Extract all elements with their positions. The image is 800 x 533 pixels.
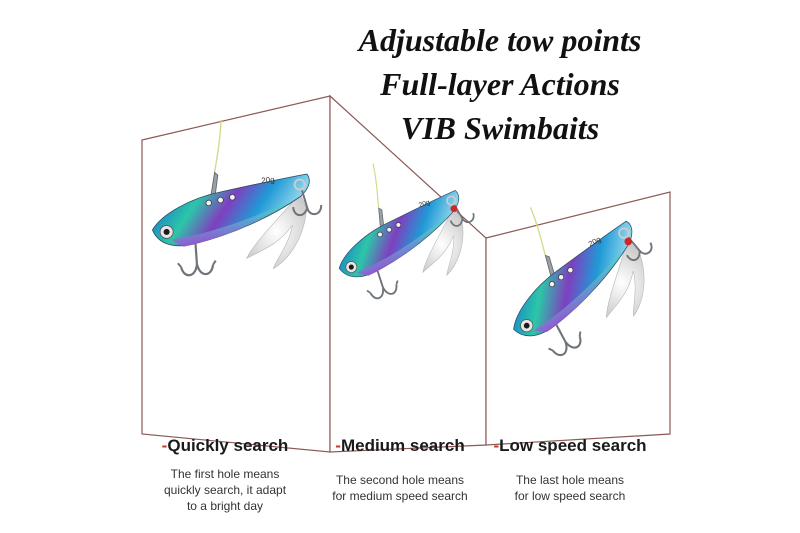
headline-line-3: VIB Swimbaits: [400, 110, 600, 146]
red-bead: [624, 237, 633, 246]
caption-low-speed-search: -Low speed search The last hole means fo…: [490, 436, 650, 504]
caption-desc-line: quickly search, it adapt: [163, 483, 287, 497]
caption-dash: -: [161, 436, 168, 455]
lure-low-speed-search: 20g: [465, 164, 679, 371]
lure-medium-search: 20g: [310, 137, 491, 308]
headline-line-2: Full-layer Actions: [380, 66, 620, 102]
caption-dash: -: [493, 436, 500, 455]
caption-title: -Quickly search: [150, 436, 300, 456]
headline-line-1: Adjustable tow points: [358, 22, 642, 58]
caption-desc-line: to a bright day: [186, 499, 264, 513]
panel-left: [141, 95, 331, 453]
caption-title-text: Low speed search: [499, 436, 647, 455]
caption-desc-line: The second hole means: [335, 473, 465, 487]
caption-description: The second hole means for medium speed s…: [320, 472, 480, 504]
caption-description: The last hole means for low speed search: [490, 472, 650, 504]
caption-title-text: Quickly search: [167, 436, 289, 455]
weight-mark-2: 20g: [418, 199, 431, 209]
caption-quickly-search: -Quickly search The first hole means qui…: [150, 436, 300, 514]
caption-title: -Medium search: [320, 436, 480, 456]
panel-right: [485, 191, 671, 446]
caption-desc-line: The first hole means: [170, 467, 280, 481]
red-bead: [450, 205, 458, 213]
caption-title-text: Medium search: [340, 436, 465, 455]
caption-desc-line: The last hole means: [515, 473, 625, 487]
caption-medium-search: -Medium search The second hole means for…: [320, 436, 480, 504]
caption-desc-line: for medium speed search: [332, 489, 468, 503]
lure-quick-search: 20g: [144, 112, 327, 279]
caption-description: The first hole means quickly search, it …: [150, 466, 300, 514]
headline: Adjustable tow points Full-layer Actions…: [300, 18, 700, 150]
caption-desc-line: for low speed search: [514, 489, 626, 503]
caption-dash: -: [335, 436, 341, 455]
caption-title: -Low speed search: [490, 436, 650, 456]
weight-mark-1: 20g: [261, 175, 275, 185]
